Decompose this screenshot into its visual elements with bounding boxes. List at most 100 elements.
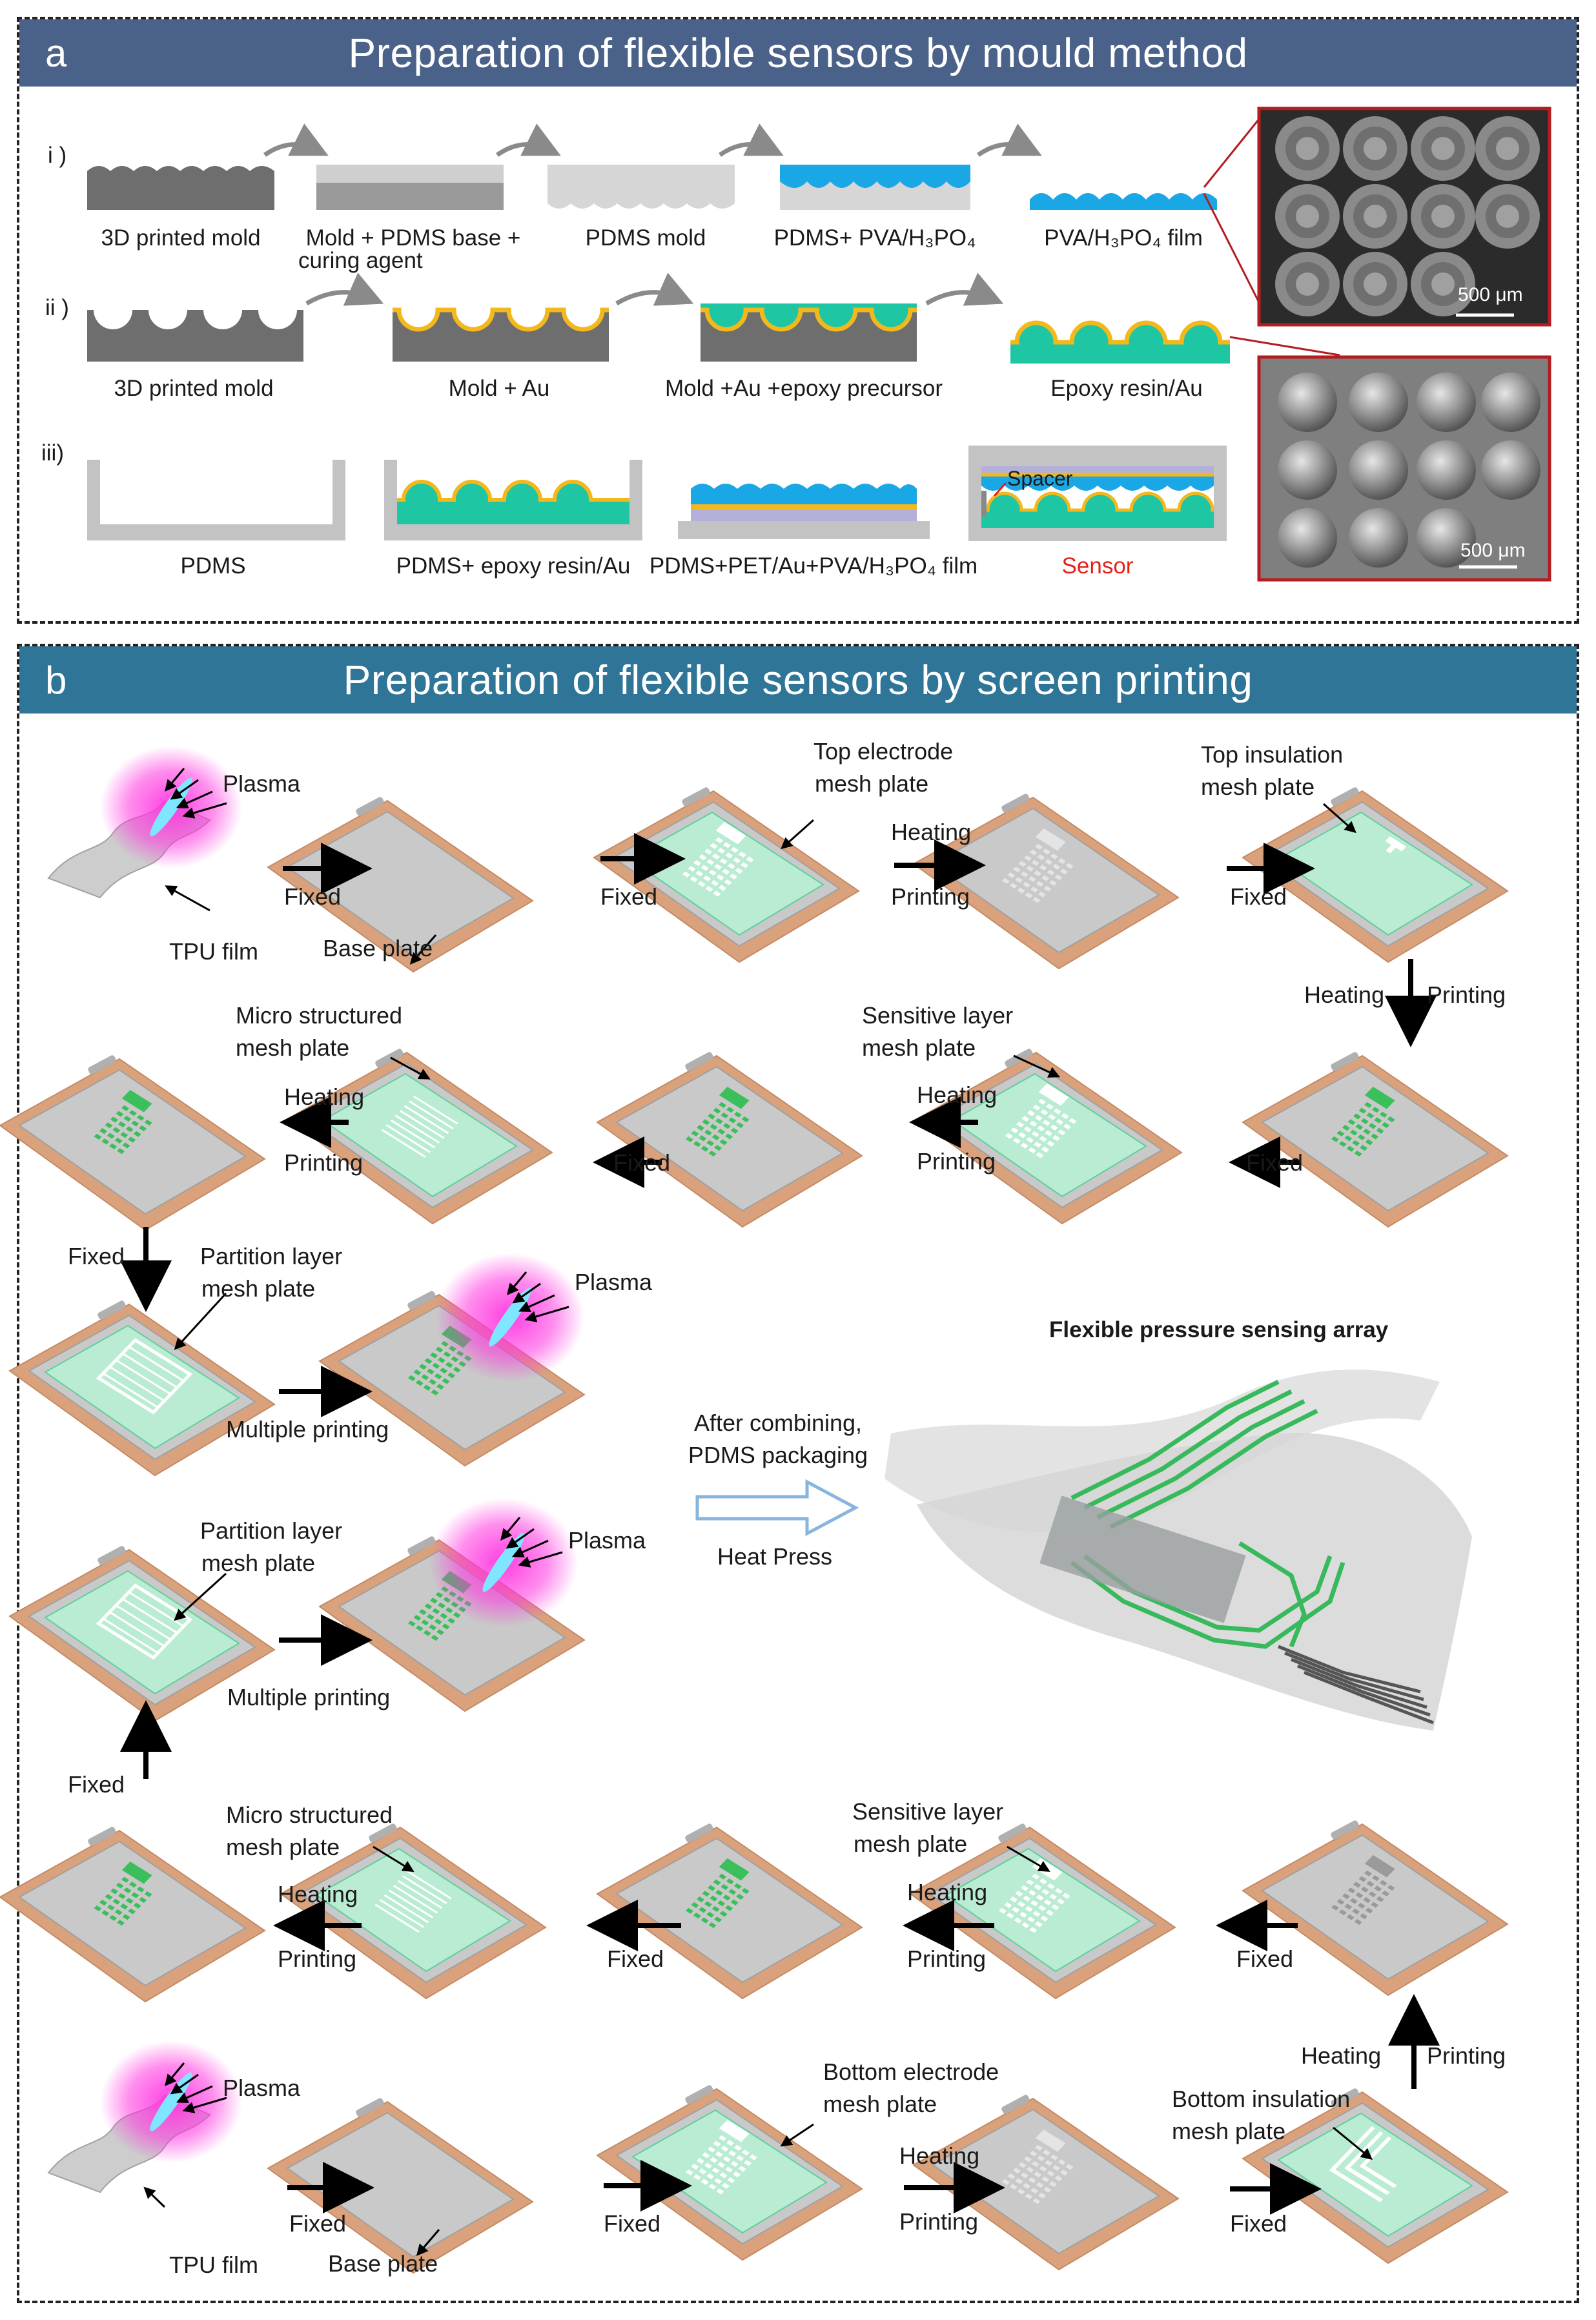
pointer-arrow: [174, 1572, 227, 1621]
label-top-insulation-1: Top insulation: [1201, 741, 1344, 768]
label-heating-r5-1: Heating: [278, 1881, 358, 1907]
label-heating-down-1: Heating: [1304, 981, 1385, 1008]
label-heating-r2-1: Heating: [917, 1082, 998, 1108]
label-top-electrode-2: mesh plate: [815, 770, 929, 797]
pointer-arrow: [416, 2229, 440, 2256]
pointer-arrow: [409, 934, 437, 965]
row-iii-pdms-pet: [678, 484, 930, 539]
printed-sensitive-bottom: [596, 1823, 863, 2000]
label-fixed-r5-1: Fixed: [607, 1945, 664, 1972]
row-ii-step4: Epoxy resin/Au: [1050, 376, 1203, 401]
panel-a: a Preparation of flexible sensors by mou…: [17, 17, 1579, 624]
row-i-pva-film: [1030, 193, 1217, 210]
label-plasma-1: Plasma: [223, 770, 301, 797]
row-iii-step3: PDMS+PET/Au+PVA/H₃PO₄ film: [649, 553, 978, 579]
label-heating-r6: Heating: [899, 2142, 980, 2169]
sem-scale-top: 500 μm: [1458, 284, 1523, 305]
label-fixed-r6-1: Fixed: [289, 2210, 347, 2237]
pointer-arrow: [780, 2123, 814, 2147]
bottom-insulation-plate: [1242, 2088, 1509, 2264]
label-micro-1: Micro structured: [236, 1002, 403, 1029]
label-sensitive-1: Sensitive layer: [862, 1002, 1014, 1029]
label-heating-r5-2: Heating: [907, 1879, 988, 1905]
label-heating-up-2: Heating: [1301, 2042, 1382, 2069]
label-printing-r2-1: Printing: [917, 1148, 996, 1175]
label-printing-r2-2: Printing: [284, 1149, 363, 1176]
pointer-arrow: [1333, 2126, 1373, 2160]
row-i-step2b: curing agent: [298, 248, 423, 273]
pointer-arrow: [1007, 1845, 1050, 1872]
pointer-arrow: [390, 1056, 431, 1080]
row-i-step1: 3D printed mold: [101, 225, 261, 251]
label-micro-1b: Micro structured: [226, 1802, 393, 1828]
row-ii-step3: Mold +Au +epoxy precursor: [665, 376, 943, 401]
label-fixed-r1-1: Fixed: [284, 883, 342, 910]
sensitive-plate-bottom: [909, 1823, 1176, 2000]
label-fixed-r2-2: Fixed: [613, 1149, 671, 1176]
label-base-plate-2: Base plate: [328, 2250, 438, 2277]
label-printing-r6: Printing: [899, 2208, 979, 2235]
label-fixed-r1-3: Fixed: [1230, 883, 1287, 910]
pointer-arrow: [165, 885, 210, 912]
label-fixed-down-2: Fixed: [68, 1243, 125, 1269]
sem-scale-bottom: 500 μm: [1460, 540, 1526, 561]
printed-bottom-electrode: [912, 2095, 1180, 2271]
label-top-electrode-1: Top electrode: [813, 738, 954, 765]
top-insulation-plate: [1242, 787, 1509, 963]
label-fixed-up-1: Fixed: [68, 1771, 125, 1798]
row-i-step4: PDMS+ PVA/H₃PO₄: [773, 225, 976, 251]
pointer-arrow: [1323, 803, 1356, 834]
label-bottom-insulation-1: Bottom insulation: [1172, 2086, 1351, 2112]
row-iii-pdms-epoxy: [384, 460, 642, 540]
base-plate-bottom: [267, 2098, 534, 2274]
row-i-step3: PDMS mold: [585, 225, 706, 251]
heat-press-arrow: [695, 1479, 859, 1537]
label-sensitive-2: mesh plate: [862, 1034, 976, 1061]
row-iii-step2: PDMS+ epoxy resin/Au: [396, 553, 631, 579]
panel-b-header: b Preparation of flexible sensors by scr…: [19, 646, 1577, 713]
row-i-mold-3d: [87, 166, 274, 210]
label-tpu-film-2: TPU film: [169, 2252, 258, 2278]
label-heating-r2-2: Heating: [284, 1083, 365, 1110]
row-i-label: i ): [48, 143, 67, 168]
label-fixed-r2-1: Fixed: [1246, 1149, 1304, 1176]
printed-bottom-insulation: [1242, 1820, 1509, 1997]
flexible-array-illustration: [885, 1370, 1472, 1730]
label-plasma-2: Plasma: [575, 1269, 653, 1295]
plasma-top-partition: [436, 1253, 584, 1382]
top-electrode-plate: [593, 787, 860, 963]
row-i-mold-pdms: [316, 165, 504, 210]
pointer-arrow: [781, 819, 814, 850]
micro-structured-plate-bottom: [280, 1823, 547, 2000]
printed-micro-bottom: [0, 1827, 266, 2003]
panel-a-letter: a: [45, 31, 67, 75]
panel-b: b Preparation of flexible sensors by scr…: [17, 644, 1579, 2303]
label-bottom-electrode-1: Bottom electrode: [823, 2058, 999, 2085]
row-ii-mold-3d: [87, 310, 303, 362]
row-i-step2: Mold + PDMS base +: [305, 225, 521, 251]
label-plasma-3: Plasma: [568, 1527, 646, 1554]
partition-plate-bottom: [8, 1546, 276, 1722]
label-heating-r1: Heating: [891, 819, 972, 845]
row-ii-step1: 3D printed mold: [114, 376, 274, 401]
array-title: Flexible pressure sensing array: [1049, 1317, 1389, 1342]
row-i-step5: PVA/H₃PO₄ film: [1044, 225, 1203, 251]
label-partition-1: Partition layer: [200, 1243, 343, 1269]
bottom-electrode-plate: [596, 2085, 863, 2261]
sem-image-bottom: [1257, 355, 1551, 582]
row-i-pdms-pva: [780, 165, 970, 210]
row-iii-step1: PDMS: [180, 553, 246, 579]
panel-b-title: Preparation of flexible sensors by scree…: [343, 657, 1253, 703]
tpu-film-top: [47, 746, 242, 899]
row-ii-label: ii ): [45, 295, 69, 320]
label-base-plate-1: Base plate: [323, 935, 433, 961]
printed-partition-bottom: [318, 1536, 586, 1712]
row-ii-mold-au-epoxy: [701, 303, 917, 362]
row-ii-mold-au: [393, 307, 609, 362]
partition-plate-top: [8, 1300, 276, 1477]
label-bottom-insulation-2: mesh plate: [1172, 2118, 1286, 2144]
panel-b-letter: b: [45, 658, 67, 702]
printed-top-insulation: [1242, 1052, 1509, 1228]
label-multiple-printing-1: Multiple printing: [226, 1416, 389, 1442]
